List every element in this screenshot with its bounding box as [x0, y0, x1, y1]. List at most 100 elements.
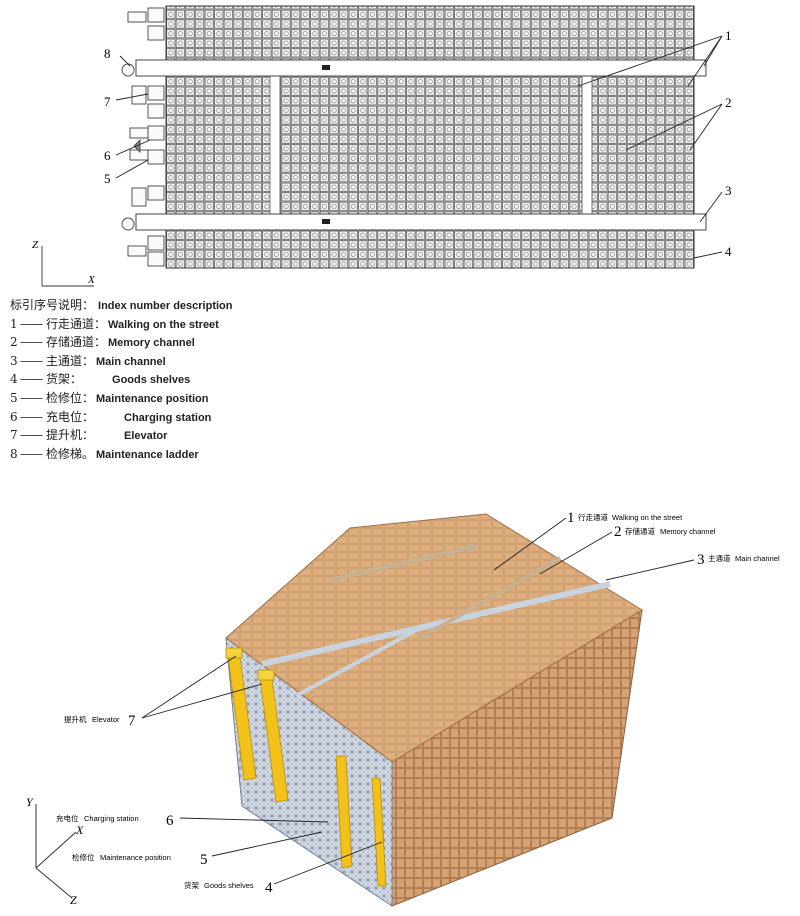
iso-label-6-num: 6	[166, 813, 174, 829]
legend-item-number: 1	[10, 316, 18, 331]
iso-label-5-zh: 检修位	[72, 852, 95, 862]
legend-item-6: 6——充电位：Charging station	[10, 408, 410, 427]
plan-axis-indicator	[41, 246, 94, 287]
walking-aisle-left	[269, 75, 281, 215]
legend-item-dash: ——	[20, 390, 43, 405]
legend-item-en: Elevator	[124, 430, 168, 443]
legend-item-en: Walking on the street	[108, 318, 219, 331]
plan-axis-z-label: Z	[32, 239, 39, 251]
walking-aisle-right	[581, 75, 593, 215]
iso-label-1-num: 1	[567, 510, 575, 526]
legend-item-dash: ——	[20, 372, 43, 387]
iso-axis-indicator	[35, 804, 77, 899]
shelf-top-surface	[225, 513, 643, 763]
iso-axis-y-label: Y	[26, 795, 34, 809]
iso-label-3-zh: 主通道	[708, 553, 731, 563]
plan-callout-4: 4	[725, 244, 732, 259]
iso-label-6: 充电位 Charging station 6	[56, 813, 174, 829]
legend-item-number: 4	[10, 372, 18, 387]
legend-item-3: 3——主通道：Main channel	[10, 352, 410, 371]
top-walking-channel	[329, 543, 477, 583]
legend-item-en: Maintenance ladder	[96, 448, 199, 461]
legend-item-dash: ——	[20, 428, 43, 443]
legend-item-number: 8	[10, 446, 18, 461]
top-main-channel	[261, 581, 611, 667]
elevator-columns	[225, 647, 387, 887]
legend-item-dash: ——	[20, 335, 43, 350]
top-walking-channel-lower	[295, 626, 421, 698]
plan-axis-x-label: X	[87, 274, 96, 286]
legend-item-number: 5	[10, 390, 18, 405]
iso-label-1-en: Walking on the street	[612, 513, 683, 522]
iso-label-2-zh: 存储通道	[625, 526, 655, 536]
iso-label-4-num: 4	[265, 880, 273, 896]
iso-label-2-num: 2	[614, 524, 622, 540]
legend-item-number: 3	[10, 353, 18, 368]
plan-callout-6: 6	[104, 148, 111, 163]
iso-label-2-en: Memory channel	[660, 527, 716, 536]
legend-item-4: 4——货架： Goods shelves	[10, 370, 410, 389]
legend-item-number: 7	[10, 428, 18, 443]
legend-item-dash: ——	[20, 409, 43, 424]
plan-leader-lines	[115, 35, 723, 259]
legend-item-zh: 提升机：	[46, 428, 95, 443]
legend-item-1: 1——行走通道：Walking on the street	[10, 315, 410, 334]
top-storage-channel	[419, 556, 561, 640]
iso-label-4-en: Goods shelves	[204, 881, 254, 890]
iso-label-7-zh: 提升机	[64, 714, 87, 724]
legend-heading: 标引序号说明： Index number description	[10, 296, 410, 315]
legend-item-en: Memory channel	[108, 337, 195, 350]
legend-item-number: 2	[10, 335, 18, 350]
legend-item-dash: ——	[20, 446, 43, 461]
main-channel-top	[135, 59, 707, 77]
iso-axis-x-label: X	[75, 823, 84, 837]
iso-leader-lines	[141, 517, 695, 885]
legend-item-en: Goods shelves	[112, 374, 191, 387]
legend-item-dash: ——	[20, 316, 43, 331]
legend-heading-en: Index number description	[98, 300, 233, 312]
iso-label-7-en: Elevator	[92, 715, 120, 724]
iso-label-5: 检修位 Maintenance position 5	[72, 852, 208, 868]
iso-label-3-num: 3	[697, 552, 705, 568]
legend-item-zh: 主通道：	[46, 353, 95, 368]
plan-callout-2: 2	[725, 95, 732, 110]
legend-item-2: 2——存储通道：Memory channel	[10, 333, 410, 352]
iso-label-6-zh: 充电位	[56, 813, 79, 823]
legend-item-zh: 存储通道：	[46, 335, 107, 350]
iso-axis-z-label: Z	[70, 893, 77, 907]
channel-marker-top	[322, 65, 330, 70]
channel-marker-bottom	[322, 219, 330, 224]
iso-label-5-en: Maintenance position	[100, 853, 171, 862]
iso-label-4: 货架 Goods shelves 4	[184, 880, 273, 896]
iso-label-2: 2 存储通道 Memory channel	[614, 524, 716, 540]
plan-callout-1: 1	[725, 28, 732, 43]
legend-item-7: 7——提升机： Elevator	[10, 426, 410, 445]
isometric-view-drawing: 1 行走通道 Walking on the street 2 存储通道 Memo…	[26, 510, 780, 907]
iso-label-7-num: 7	[128, 713, 136, 729]
plan-callout-8: 8	[104, 46, 111, 61]
plan-callout-7: 7	[104, 94, 111, 109]
main-channel-bottom	[135, 213, 707, 231]
plan-callout-3: 3	[725, 183, 732, 198]
plan-callout-5: 5	[104, 171, 111, 186]
iso-label-4-zh: 货架	[184, 880, 199, 890]
iso-label-1: 1 行走通道 Walking on the street	[567, 510, 683, 526]
index-legend: 标引序号说明： Index number description 1——行走通道…	[10, 296, 410, 463]
legend-heading-zh: 标引序号说明：	[10, 298, 95, 312]
legend-item-8: 8——检修梯。Maintenance ladder	[10, 445, 410, 464]
legend-item-en: Charging station	[124, 411, 212, 424]
legend-item-5: 5——检修位：Maintenance position	[10, 389, 410, 408]
iso-label-1-zh: 行走通道	[578, 512, 608, 522]
iso-label-3-en: Main channel	[735, 554, 780, 563]
iso-label-6-en: Charging station	[84, 814, 139, 823]
legend-item-en: Main channel	[96, 355, 166, 368]
legend-item-zh: 货架：	[46, 372, 83, 387]
legend-item-number: 6	[10, 409, 18, 424]
iso-label-5-num: 5	[200, 852, 208, 868]
legend-item-zh: 检修位：	[46, 390, 95, 405]
plan-view-drawing: 8 7 6 5 1 2 3 4 Z X	[32, 5, 732, 287]
legend-item-zh: 检修梯。	[46, 446, 95, 461]
legend-item-zh: 行走通道：	[46, 316, 107, 331]
iso-label-7: 提升机 Elevator 7	[64, 713, 136, 729]
